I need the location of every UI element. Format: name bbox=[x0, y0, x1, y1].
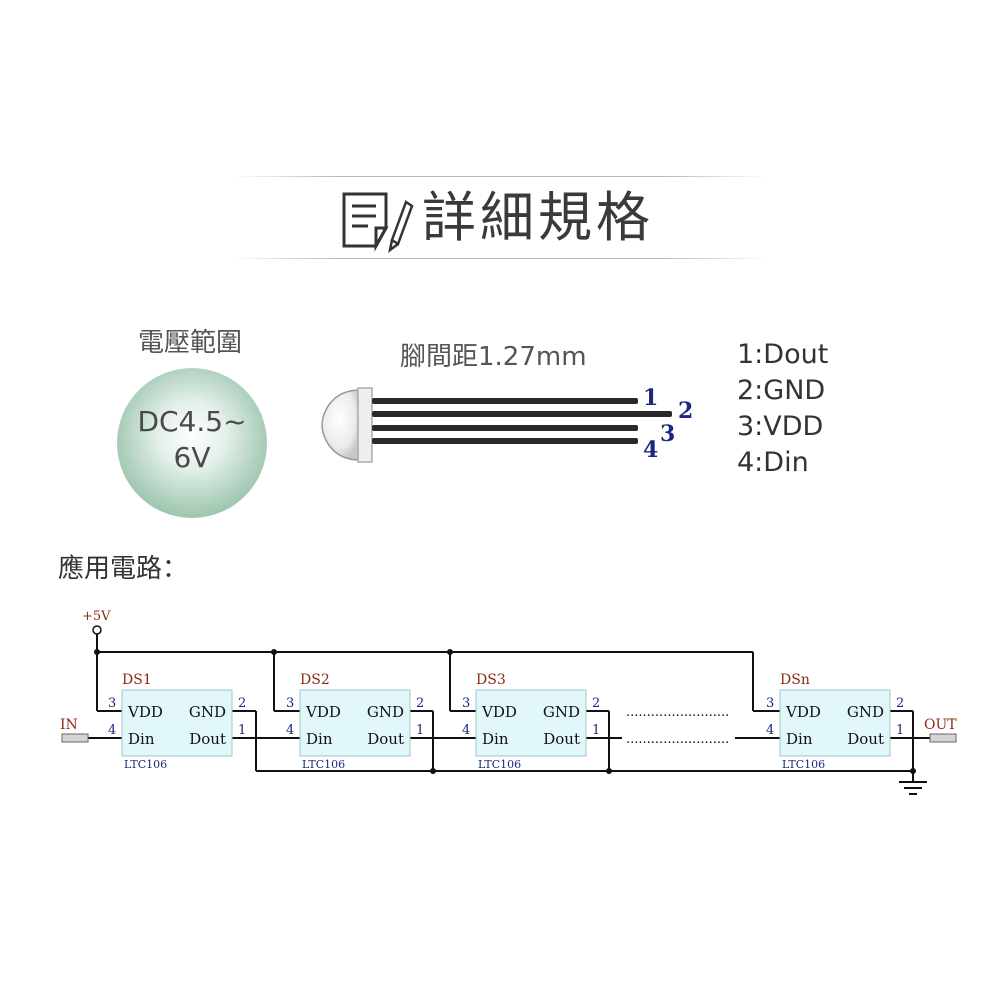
chip-pin-1: 1 bbox=[238, 723, 246, 738]
chip-vdd-label: VDD bbox=[481, 703, 517, 721]
chip-pin-2: 2 bbox=[592, 696, 600, 711]
header-bottom-rule bbox=[230, 258, 770, 259]
junction-dot bbox=[447, 649, 453, 655]
led-lead-2 bbox=[372, 411, 672, 417]
chip-part: LTC106 bbox=[478, 758, 521, 771]
led-illustration: 1 2 3 4 bbox=[321, 385, 693, 463]
chip-dout-label: Dout bbox=[367, 730, 404, 748]
input-label: IN bbox=[60, 717, 78, 733]
chip-din-label: Din bbox=[786, 730, 813, 748]
chip-din-label: Din bbox=[128, 730, 155, 748]
chip-name: DS1 bbox=[122, 672, 152, 688]
led-base bbox=[357, 387, 373, 463]
pin-list-item-4: 4:Din bbox=[737, 447, 809, 478]
lead-number-1: 1 bbox=[643, 385, 658, 411]
circuit-wires bbox=[88, 634, 930, 795]
chip-part: LTC106 bbox=[302, 758, 345, 771]
chip-dout-label: Dout bbox=[847, 730, 884, 748]
continuation-dots-bottom: ......................... bbox=[626, 732, 729, 747]
chip-pin-2: 2 bbox=[238, 696, 246, 711]
chip-name: DS3 bbox=[476, 672, 506, 688]
chip-pin-3: 3 bbox=[108, 696, 116, 711]
chip-pin-4: 4 bbox=[766, 723, 774, 738]
lead-number-2: 2 bbox=[678, 398, 693, 424]
header-top-rule bbox=[230, 176, 770, 177]
supply-label: +5V bbox=[82, 609, 111, 624]
input-connector-icon bbox=[61, 733, 89, 743]
led-lead-3 bbox=[372, 425, 638, 431]
voltage-value-line1: DC4.5~ bbox=[137, 405, 247, 438]
chip-pin-4: 4 bbox=[286, 723, 294, 738]
junction-dot bbox=[606, 768, 612, 774]
led-lead-1 bbox=[372, 398, 638, 404]
continuation-dots-top: ......................... bbox=[626, 705, 729, 720]
chip-din-label: Din bbox=[482, 730, 509, 748]
chip-gnd-label: GND bbox=[847, 703, 884, 721]
chip-pin-3: 3 bbox=[766, 696, 774, 711]
voltage-value-line2: 6V bbox=[173, 441, 211, 474]
document-pencil-icon bbox=[342, 192, 414, 253]
chip-pin-1: 1 bbox=[896, 723, 904, 738]
chip-body bbox=[475, 689, 587, 757]
supply-terminal-icon bbox=[92, 625, 102, 635]
circuit-junctions bbox=[94, 649, 916, 774]
output-label: OUT bbox=[924, 717, 957, 733]
chip-pin-1: 1 bbox=[592, 723, 600, 738]
junction-dot bbox=[430, 768, 436, 774]
output-connector-icon bbox=[929, 733, 957, 743]
pin-list-item-1: 1:Dout bbox=[737, 339, 829, 370]
chip-vdd-label: VDD bbox=[785, 703, 821, 721]
voltage-badge bbox=[117, 368, 267, 518]
application-circuit: +5V IN OUT ......................... ...… bbox=[60, 609, 957, 795]
junction-dot bbox=[910, 768, 916, 774]
chip-name: DSn bbox=[780, 672, 810, 688]
chip-dout-label: Dout bbox=[543, 730, 580, 748]
pin-list-item-2: 2:GND bbox=[737, 375, 826, 406]
chip-pin-2: 2 bbox=[896, 696, 904, 711]
chip-pin-2: 2 bbox=[416, 696, 424, 711]
chip-gnd-label: GND bbox=[367, 703, 404, 721]
chip-pin-4: 4 bbox=[108, 723, 116, 738]
lead-number-4: 4 bbox=[643, 437, 658, 463]
chip-pin-3: 3 bbox=[462, 696, 470, 711]
pin-list-item-3: 3:VDD bbox=[737, 411, 824, 442]
pin-pitch-label: 腳間距1.27mm bbox=[400, 342, 587, 372]
chip-pin-4: 4 bbox=[462, 723, 470, 738]
chip-gnd-label: GND bbox=[543, 703, 580, 721]
page-title: 詳細規格 bbox=[422, 186, 654, 249]
led-lead-4 bbox=[372, 438, 638, 444]
chip-vdd-label: VDD bbox=[127, 703, 163, 721]
pin-list: 1:Dout 2:GND 3:VDD 4:Din bbox=[737, 337, 828, 481]
chip-body bbox=[299, 689, 411, 757]
application-circuit-label: 應用電路： bbox=[58, 554, 189, 584]
chip-din-label: Din bbox=[306, 730, 333, 748]
junction-dot bbox=[271, 649, 277, 655]
chip-gnd-label: GND bbox=[189, 703, 226, 721]
chip-vdd-label: VDD bbox=[305, 703, 341, 721]
chip-dout-label: Dout bbox=[189, 730, 226, 748]
lead-number-3: 3 bbox=[660, 421, 675, 447]
chip-body bbox=[779, 689, 891, 757]
led-dome bbox=[321, 389, 361, 461]
voltage-value: DC4.5~ 6V bbox=[117, 404, 267, 476]
chip-name: DS2 bbox=[300, 672, 330, 688]
junction-dot bbox=[94, 649, 100, 655]
voltage-label: 電壓範圍 bbox=[137, 328, 242, 358]
chip-body bbox=[121, 689, 233, 757]
chip-pin-3: 3 bbox=[286, 696, 294, 711]
section-header: 詳細規格 bbox=[230, 176, 770, 260]
chip-part: LTC106 bbox=[124, 758, 167, 771]
chip-pin-1: 1 bbox=[416, 723, 424, 738]
chip-part: LTC106 bbox=[782, 758, 825, 771]
